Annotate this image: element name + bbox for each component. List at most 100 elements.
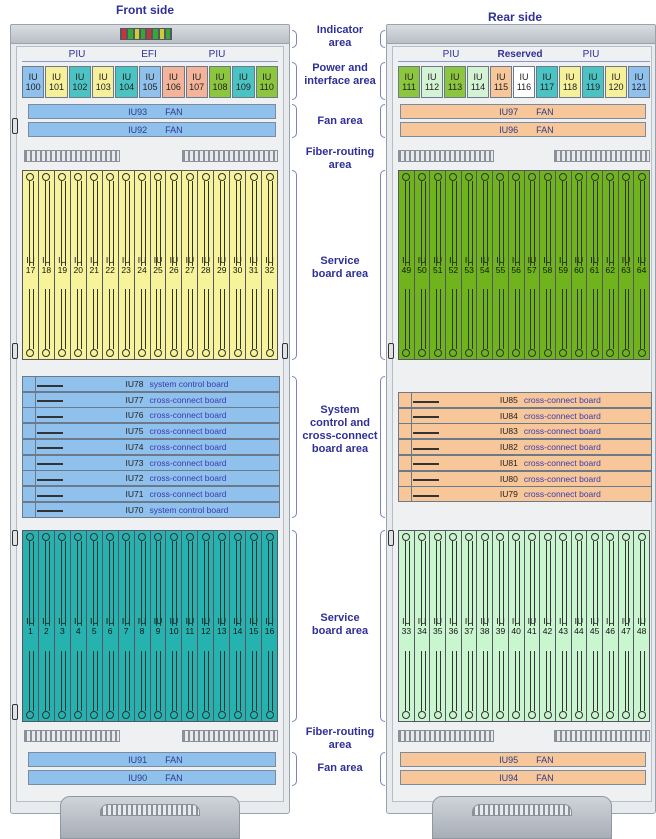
board-handle[interactable] xyxy=(399,471,412,486)
board-handle[interactable] xyxy=(399,440,412,455)
board-handle[interactable] xyxy=(23,502,36,517)
board-handle[interactable] xyxy=(23,377,36,391)
board-handle[interactable] xyxy=(399,487,412,502)
board-handle[interactable] xyxy=(399,408,412,423)
board-handle[interactable] xyxy=(399,424,412,439)
board-handle[interactable] xyxy=(23,471,36,486)
front-svc-bot-handle[interactable] xyxy=(12,530,18,546)
front-fan-handle[interactable] xyxy=(12,118,18,134)
rear-svc-top-handle[interactable] xyxy=(388,343,394,359)
board-handle[interactable] xyxy=(23,486,36,501)
board-handle[interactable] xyxy=(399,393,412,407)
board-handle[interactable] xyxy=(23,392,36,407)
board-handle[interactable] xyxy=(23,455,36,470)
rear-svc-bot-handle[interactable] xyxy=(388,530,394,546)
front-svc-top-handle[interactable] xyxy=(12,343,18,359)
